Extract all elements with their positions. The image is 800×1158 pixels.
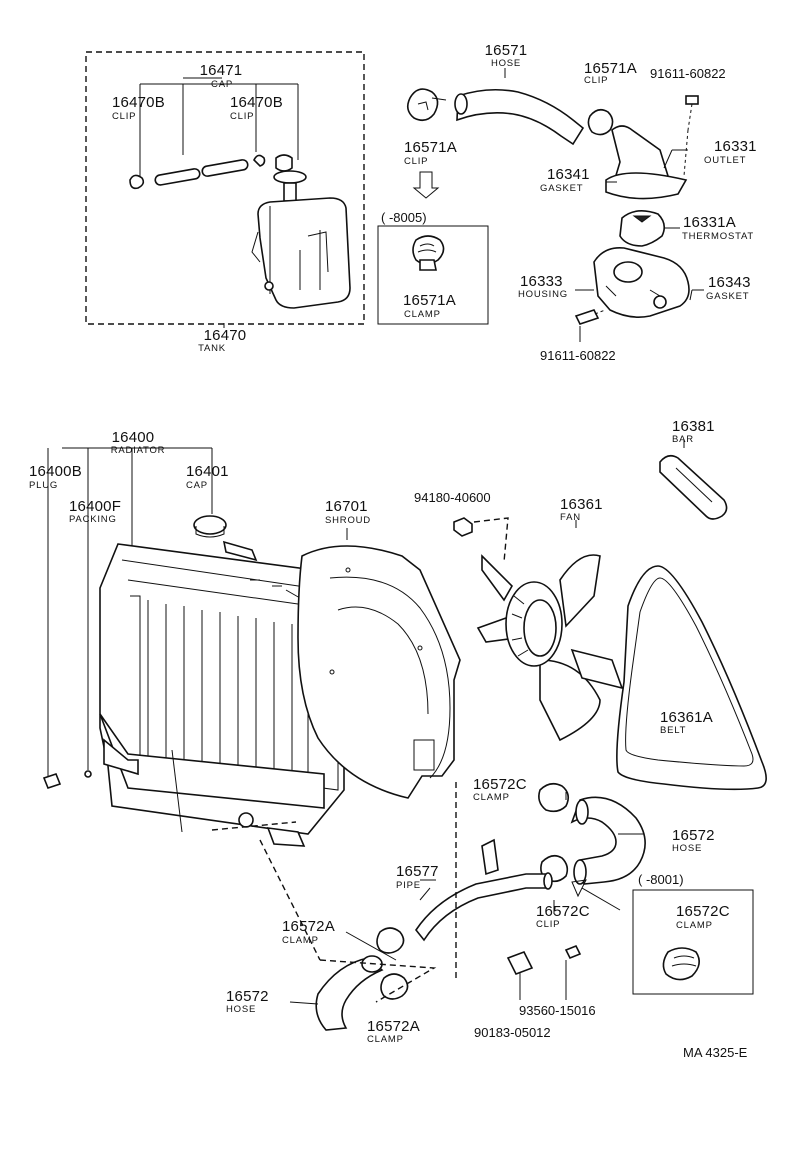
shroud-drawing (297, 528, 461, 799)
label-lower-hose-left-name: HOSE (226, 1004, 257, 1015)
label-tank-number: 16470 (203, 327, 247, 344)
figure-reference: MA 4325-E (683, 1045, 748, 1060)
label-upper-hose-name: HOSE (490, 58, 522, 69)
label-gasket-outlet-name: GASKET (540, 183, 584, 194)
label-shroud-name: SHROUD (325, 515, 371, 526)
label-lower-clamp-a2-name: CLAMP (367, 1034, 404, 1045)
label-lower-clamp-a-number: 16572A (282, 918, 335, 935)
label-bar-number: 16381 (672, 418, 715, 435)
label-pipe-name: PIPE (396, 880, 421, 891)
label-lower-clip-name: CLIP (536, 919, 561, 930)
label-upper-box-clamp-name: CLAMP (404, 309, 441, 320)
label-radiator-name: RADIATOR (110, 445, 166, 456)
radiator-drawing (42, 447, 345, 847)
label-radiator-cap-name: CAP (186, 480, 208, 491)
label-tank-cap-name: CAP (211, 79, 233, 90)
label-radiator-cap-number: 16401 (186, 463, 229, 480)
label-lower-clamp-right-number: 16572C (473, 776, 527, 793)
label-upper-clip-left-number: 16571A (404, 139, 457, 156)
label-lower-hose-left-number: 16572 (226, 988, 269, 1005)
label-fan-number: 16361 (560, 496, 603, 513)
label-bolt-top: 91611-60822 (650, 66, 726, 81)
label-pipe-number: 16577 (396, 863, 439, 880)
reservoir-tank-drawing (129, 77, 351, 328)
label-plug-number: 16400B (29, 463, 82, 480)
clamp-upper-box-drawing (412, 235, 445, 271)
label-gasket-housing-number: 16343 (708, 274, 751, 291)
tank-group-frame (85, 51, 365, 325)
label-bolt-bottom: 91611-60822 (540, 348, 616, 363)
label-bolt-pipe: 93560-15016 (519, 1003, 596, 1018)
label-belt-number: 16361A (660, 709, 713, 726)
label-lower-box-clamp-name: CLAMP (676, 920, 713, 931)
label-gasket-outlet-number: 16341 (547, 166, 590, 183)
label-shroud-number: 16701 (325, 498, 368, 515)
label-upper-clip-left-name: CLIP (404, 156, 429, 167)
label-tank-name: TANK (198, 343, 226, 354)
label-plug-name: PLUG (29, 480, 59, 491)
label-lower-hose-right-number: 16572 (672, 827, 715, 844)
label-belt-name: BELT (660, 725, 687, 736)
label-thermostat-number: 16331A (683, 214, 736, 231)
label-tank-clip-left-number: 16470B (112, 94, 165, 111)
label-outlet-number: 16331 (714, 138, 757, 155)
fan-drawing (453, 517, 624, 742)
clamp-upper-box-frame (377, 225, 489, 325)
label-upper-box-range: ( -8005) (381, 210, 427, 225)
label-gasket-housing-name: GASKET (706, 291, 750, 302)
label-upper-hose-number: 16571 (484, 42, 528, 59)
label-tank-clip-left-name: CLIP (112, 111, 137, 122)
label-lower-clamp-right-name: CLAMP (473, 792, 510, 803)
clamp-lower-box-frame (632, 889, 754, 995)
label-nut: 94180-40600 (414, 490, 491, 505)
leader-lines (289, 792, 644, 1005)
label-housing-name: HOUSING (518, 289, 568, 300)
label-tank-cap-number: 16471 (199, 62, 243, 79)
label-upper-clip-right-name: CLIP (584, 75, 609, 86)
label-thermostat-name: THERMOSTAT (682, 231, 755, 242)
label-lower-box-range: ( -8001) (638, 872, 684, 887)
clamp-lower-box-drawing (662, 947, 700, 981)
label-tank-clip-right-name: CLIP (230, 111, 255, 122)
label-bracket-bolt: 90183-05012 (474, 1025, 551, 1040)
label-upper-clip-right-number: 16571A (584, 60, 637, 77)
label-lower-hose-right-name: HOSE (672, 843, 703, 854)
label-housing-number: 16333 (520, 273, 563, 290)
label-lower-box-clamp-number: 16572C (676, 903, 730, 920)
label-packing-name: PACKING (69, 514, 117, 525)
label-tank-clip-right-number: 16470B (230, 94, 283, 111)
label-bar-name: BAR (672, 434, 694, 445)
label-radiator-number: 16400 (111, 429, 155, 446)
label-packing-number: 16400F (69, 498, 122, 515)
label-lower-clamp-a-name: CLAMP (282, 935, 319, 946)
bar-belt-drawing (616, 440, 767, 791)
label-outlet-name: OUTLET (704, 155, 747, 166)
lower-hose-drawing (211, 782, 646, 1031)
upper-hose-drawing (406, 68, 704, 342)
label-upper-box-clamp-number: 16571A (403, 292, 456, 309)
label-lower-clip-number: 16572C (536, 903, 590, 920)
label-fan-name: FAN (560, 512, 581, 523)
label-lower-clamp-a2-number: 16572A (367, 1018, 420, 1035)
